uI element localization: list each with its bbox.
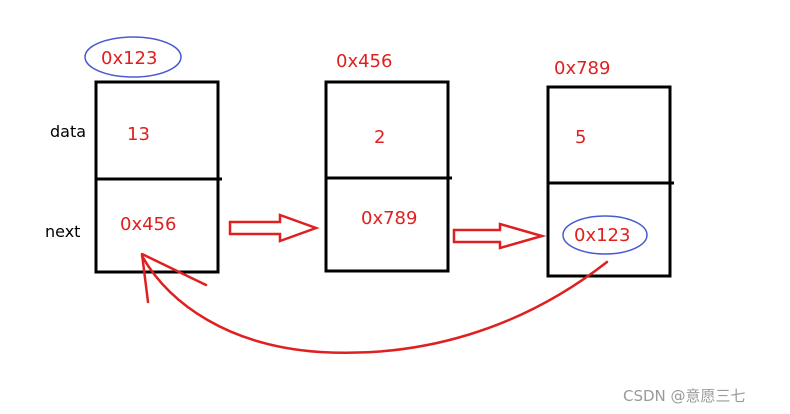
curved-arrow-node3-to-node1 (140, 254, 609, 354)
watermark: CSDN @意愿三七 (623, 387, 746, 405)
curved-arrowhead (140, 252, 208, 304)
node-2-next-value: 0x789 (361, 208, 417, 229)
node-3-data-value: 5 (575, 127, 586, 148)
node-2-address: 0x456 (336, 51, 392, 72)
data-row-label: data (50, 122, 86, 141)
node-1-box (94, 80, 220, 274)
node-1-data-value: 13 (127, 124, 150, 145)
arrow-node2-to-node3 (452, 222, 547, 250)
next-row-label: next (45, 222, 80, 241)
address-circle-mark (84, 36, 182, 78)
node-2-data-value: 2 (374, 127, 385, 148)
node-3: 0x789 5 0x123 (546, 58, 674, 278)
arrow-node1-to-node2 (228, 213, 320, 243)
node-3-address: 0x789 (554, 58, 610, 79)
node-3-next-value: 0x123 (574, 225, 630, 246)
node-2: 0x456 2 0x789 (324, 51, 452, 273)
node-1-next-value: 0x456 (120, 214, 176, 235)
node-1: 0x123 13 0x456 (84, 36, 222, 274)
next-circle-mark (562, 215, 648, 255)
node-1-address: 0x123 (101, 48, 157, 69)
